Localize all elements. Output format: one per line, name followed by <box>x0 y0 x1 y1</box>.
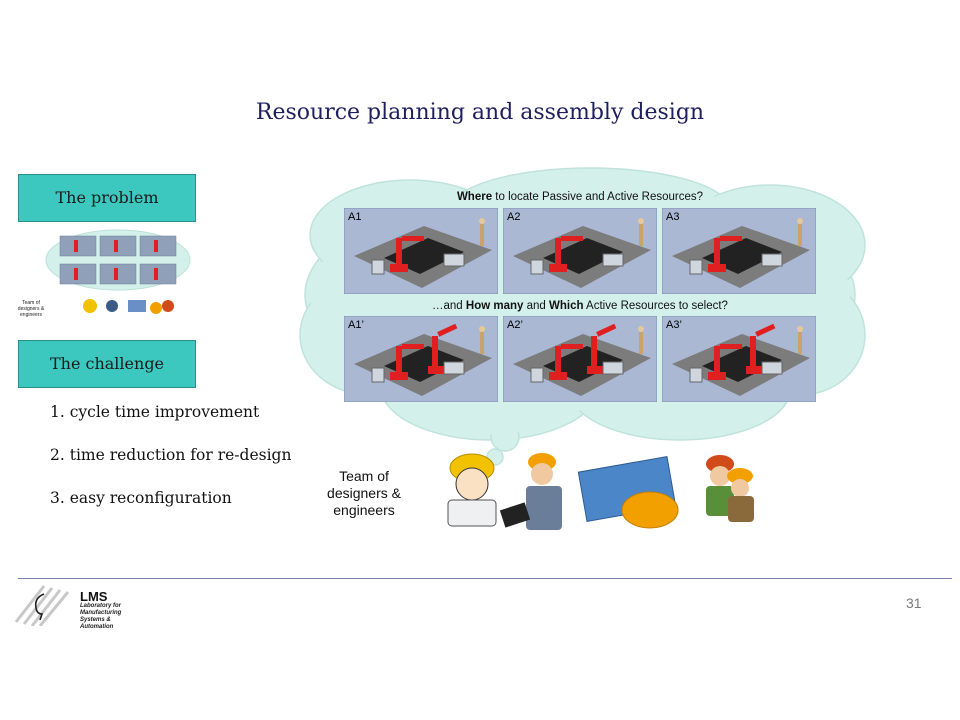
cloud-question-1: Where to locate Passive and Active Resou… <box>400 191 760 203</box>
challenge-label-box: The challenge <box>18 340 196 388</box>
assembly-panel: A2’ <box>502 315 658 403</box>
cloud-question-2-bold2: Which <box>549 300 584 312</box>
cloud-question-2-bold1: How many <box>465 300 524 312</box>
problem-label: The problem <box>55 188 159 207</box>
problem-label-box: The problem <box>18 174 196 222</box>
challenge-item-1: 1. cycle time improvement <box>50 403 260 421</box>
assembly-panel-label: A1’ <box>348 319 364 331</box>
problem-thumb-team-label: Team of designers & engineers <box>17 300 45 318</box>
cloud-question-2-rest: Active Resources to select? <box>583 300 728 312</box>
assembly-panel-label: A2’ <box>507 319 523 331</box>
problem-thumbnail <box>45 229 191 314</box>
lms-logo-subtitle: Laboratory for Manufacturing Systems & A… <box>80 603 122 630</box>
blueprint-helmet-icon <box>577 455 679 529</box>
assembly-panel-label: A3’ <box>666 319 682 331</box>
team-illustrations <box>447 453 754 530</box>
challenge-item-2: 2. time reduction for re-design <box>50 446 292 464</box>
cloud-question-1-rest: to locate Passive and Active Resources? <box>492 191 704 203</box>
engineer-cartoon-icon <box>447 453 497 527</box>
slide-title: Resource planning and assembly design <box>255 100 705 125</box>
cloud-question-1-bold: Where <box>456 191 493 203</box>
assembly-panel-label: A2 <box>507 211 521 223</box>
workers-icon <box>706 455 754 522</box>
assembly-panel: A3 <box>661 207 817 295</box>
engineer-writing-icon <box>499 453 562 530</box>
footer-divider <box>18 578 952 579</box>
assembly-panel: A1 <box>343 207 499 295</box>
lms-logo-name: LMS <box>80 589 108 604</box>
assembly-panel: A3’ <box>661 315 817 403</box>
cloud-question-2-mid: and <box>523 300 549 312</box>
assembly-panel: A2 <box>502 207 658 295</box>
challenge-item-3: 3. easy reconfiguration <box>50 489 232 507</box>
assembly-panel: A1’ <box>343 315 499 403</box>
challenge-label: The challenge <box>49 354 165 373</box>
cloud-question-2: …and How many and Which Active Resources… <box>400 300 760 312</box>
team-label: Team of designers & engineers <box>327 468 401 518</box>
cloud-question-2-pre: …and <box>432 300 466 312</box>
lms-logo-icon <box>14 585 70 626</box>
assembly-panel-label: A1 <box>348 211 362 223</box>
assembly-panel-label: A3 <box>666 211 680 223</box>
page-number: 31 <box>906 595 922 611</box>
